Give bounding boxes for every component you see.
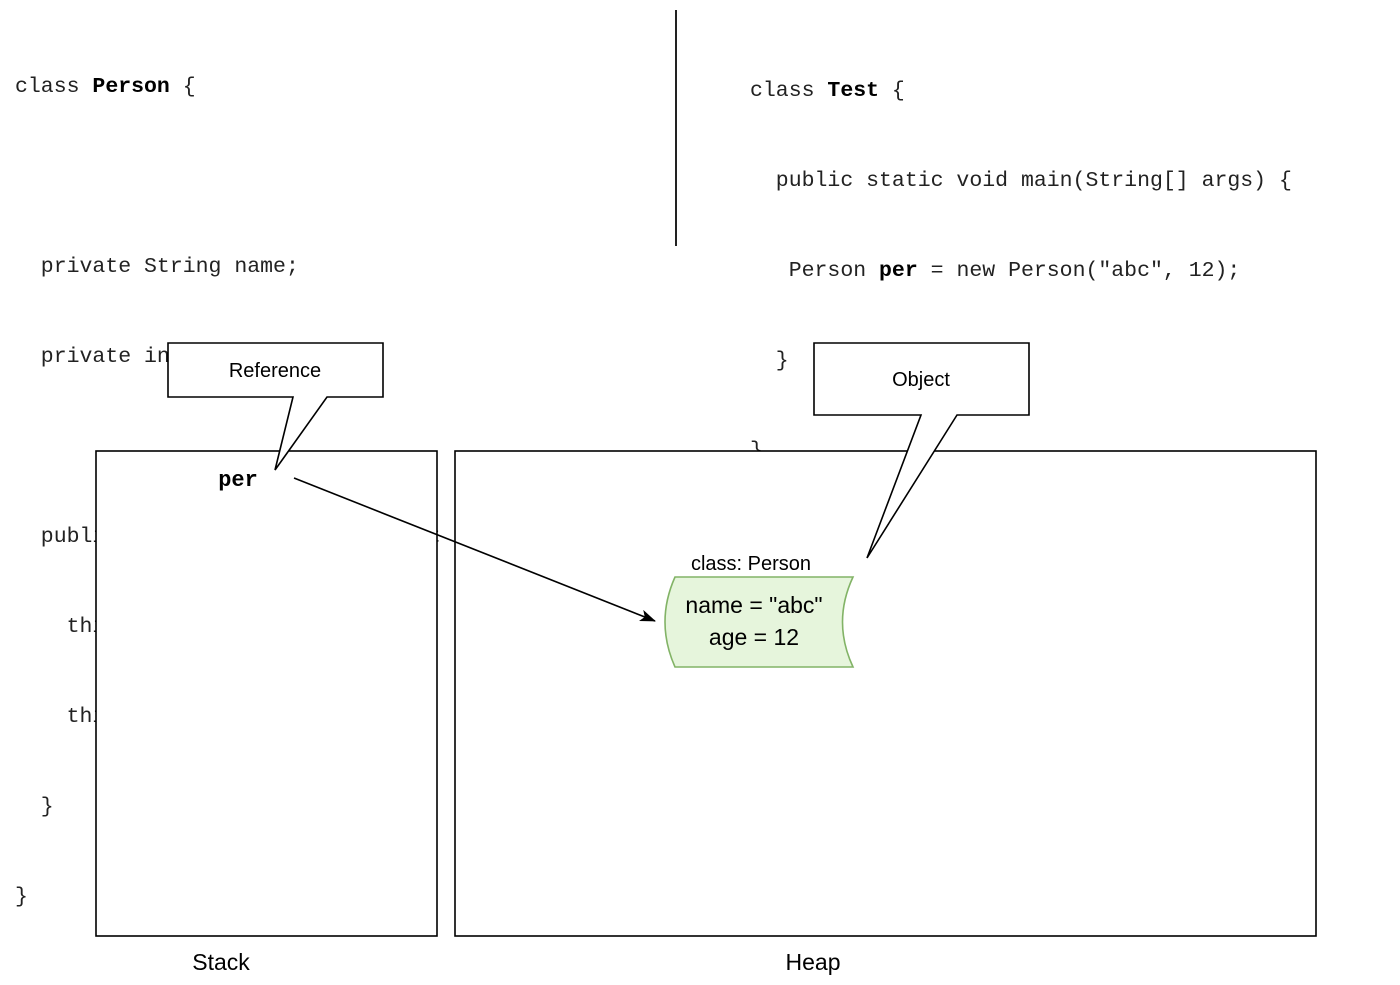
stack-variable-per: per <box>218 468 258 493</box>
code-line: private String name; <box>15 255 299 279</box>
code-line: Person per = new Person("abc", 12); <box>750 256 1292 286</box>
code-line: class Test { <box>750 76 1292 106</box>
object-field-age: age = 12 <box>709 624 799 650</box>
variable-per: per <box>879 259 918 283</box>
reference-callout <box>167 342 384 471</box>
object-callout-label: Object <box>892 369 950 391</box>
heap-label: Heap <box>786 949 841 975</box>
class-name-test: Test <box>827 79 880 103</box>
heap-box <box>454 450 1317 937</box>
code-line: } <box>15 885 28 909</box>
code-divider <box>675 10 677 246</box>
object-callout <box>813 342 1030 559</box>
code-keyword: class <box>750 79 828 103</box>
code-line: } <box>15 795 54 819</box>
code-text: = new Person("abc", 12); <box>917 259 1241 283</box>
reference-callout-label: Reference <box>229 360 321 382</box>
test-class-code: class Test { public static void main(Str… <box>750 16 1292 496</box>
object-class-label: class: Person <box>691 553 811 575</box>
class-name-person: Person <box>92 75 170 99</box>
code-keyword: class <box>15 75 93 99</box>
code-brace: { <box>169 75 196 99</box>
code-text: Person <box>750 259 880 283</box>
code-line: class Person { <box>15 72 531 102</box>
code-brace: { <box>879 79 905 103</box>
stack-label: Stack <box>192 949 250 975</box>
stack-box <box>95 450 438 937</box>
code-line: public static void main(String[] args) { <box>750 169 1292 193</box>
object-field-name: name = "abc" <box>685 592 822 618</box>
heap-object <box>664 576 855 668</box>
code-line: } <box>750 349 789 373</box>
reference-arrow <box>293 477 656 622</box>
